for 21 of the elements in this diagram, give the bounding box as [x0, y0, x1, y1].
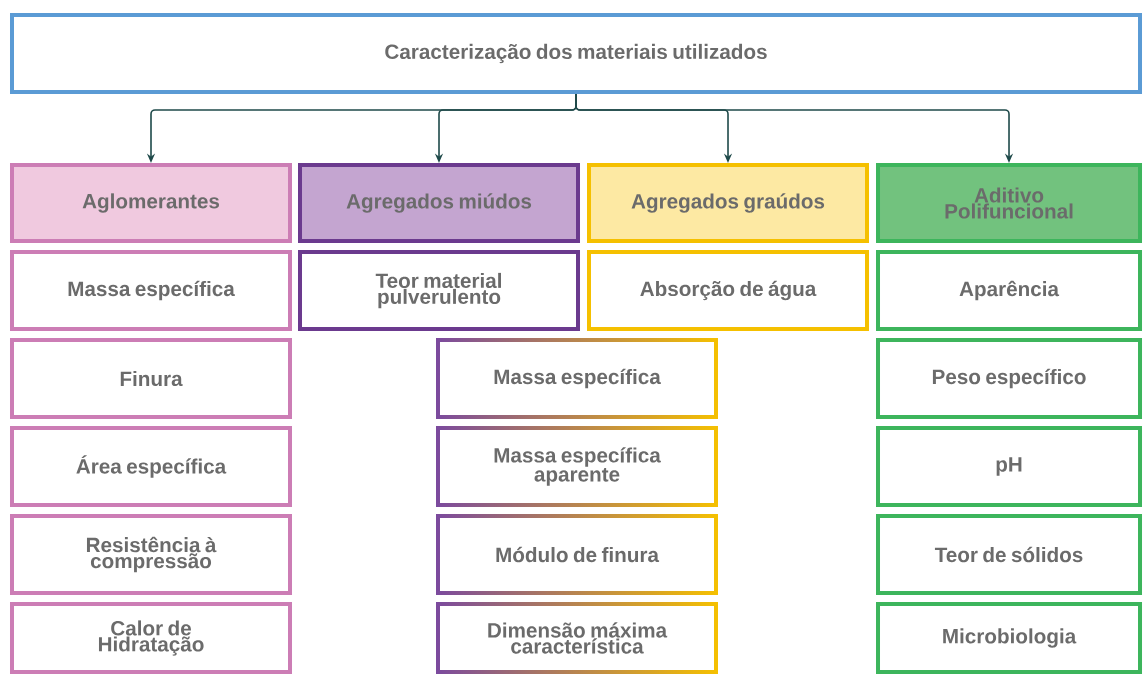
property-box: Massa específica aparente [440, 430, 714, 503]
property-box: Aparência [876, 250, 1142, 331]
category-box: Agregados graúdos [587, 163, 869, 243]
property-box: Resistência à compressão [10, 514, 292, 595]
property-box: Teor material pulverulento [298, 250, 580, 331]
property-box: pH [876, 426, 1142, 507]
property-box: Teor de sólidos [876, 514, 1142, 595]
property-box: Massa específica [10, 250, 292, 331]
property-box: Massa específica [440, 342, 714, 415]
property-box: Finura [10, 338, 292, 419]
property-box: Peso específico [876, 338, 1142, 419]
property-box: Calor de Hidratação [10, 602, 292, 674]
property-box: Dimensão máxima característica [440, 606, 714, 670]
property-box: Módulo de finura [440, 518, 714, 591]
property-box: Microbiologia [876, 602, 1142, 674]
category-box: Agregados miúdos [298, 163, 580, 243]
category-box: Aglomerantes [10, 163, 292, 243]
property-box: Absorção de água [587, 250, 869, 331]
category-box: Aditivo Polifuncional [876, 163, 1142, 243]
title-box: Caracterização dos materiais utilizados [10, 13, 1142, 94]
property-box: Área específica [10, 426, 292, 507]
